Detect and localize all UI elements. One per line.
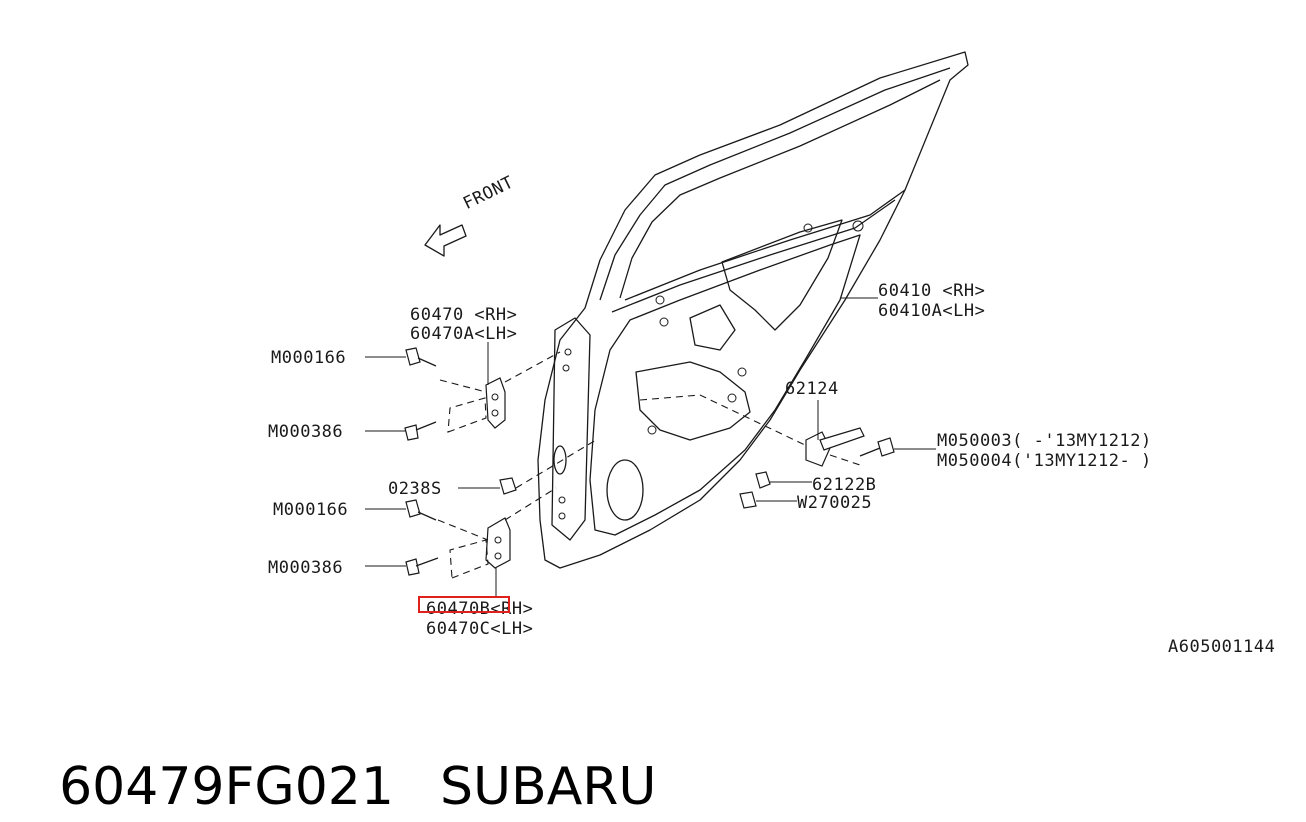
upper-hinge-drawing [404, 347, 561, 441]
upper-hinge-label-rh: 60470 <RH> [410, 305, 518, 325]
lower-hinge-drawing [405, 439, 597, 579]
door-shell-drawing [537, 51, 969, 569]
part-number: 60479FG021 [59, 757, 394, 817]
leader-lines [365, 297, 936, 598]
figure-code: A605001144 [1168, 637, 1276, 657]
checker-bolt-label-b: M050004('13MY1212- ) [937, 451, 1152, 471]
door-parts-diagram [365, 51, 969, 598]
bolt-label-upper-a: M000166 [271, 348, 347, 368]
selected-part-highlight [418, 596, 510, 613]
door-shell-label-lh: 60410A<LH> [878, 301, 986, 321]
bolt-label-lower-a: M000166 [273, 500, 349, 520]
plug-label: W270025 [797, 493, 873, 513]
upper-hinge-label-lh: 60470A<LH> [410, 324, 518, 344]
bolt-label-lower-b: M000386 [268, 558, 344, 578]
checker-bolt-label-a: M050003( -'13MY1212) [937, 431, 1152, 451]
door-checker-drawing [639, 394, 895, 509]
lower-hinge-label-rh[interactable]: 60470B<RH> [426, 599, 534, 619]
front-arrow-icon [424, 224, 467, 257]
part-caption: 60479FG021 SUBARU [26, 682, 656, 822]
checker-label: 62124 [785, 379, 839, 399]
nut-label: 0238S [388, 479, 442, 499]
checker-nut-label: 62122B [812, 475, 877, 495]
door-shell-label-rh: 60410 <RH> [878, 281, 986, 301]
bolt-label-upper-b: M000386 [268, 422, 344, 442]
brand-name: SUBARU [439, 757, 657, 817]
lower-hinge-label-lh: 60470C<LH> [426, 619, 534, 639]
